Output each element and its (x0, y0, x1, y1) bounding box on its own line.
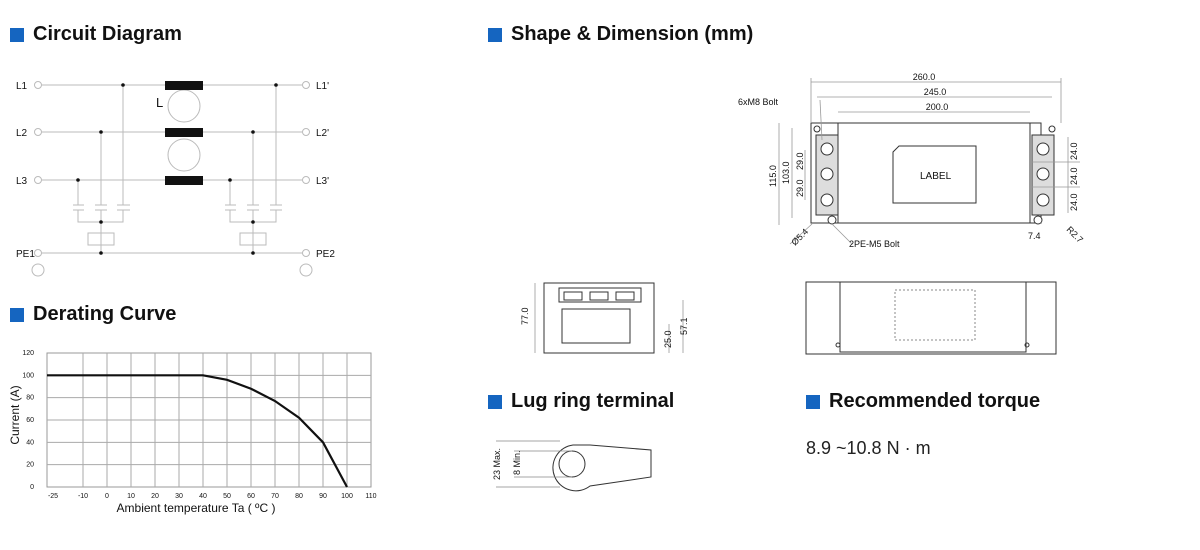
circuit-heading: Circuit Diagram (10, 23, 182, 46)
lug-heading: Lug ring terminal (488, 390, 674, 413)
x-tick-label: 30 (175, 493, 183, 500)
y-tick-label: 80 (26, 395, 34, 402)
circuit-diagram (31, 81, 313, 277)
torque-heading: Recommended torque (806, 390, 1040, 413)
x-tick-label: 40 (199, 493, 207, 500)
derating-chart: -25 -10 0 10 20 30 40 50 60 70 80 90 100 110 0 20 40 60 80… (22, 350, 376, 500)
bullet-square-icon (10, 307, 24, 322)
x-tick-label: 50 (223, 493, 231, 500)
terminal-label: L3' (316, 176, 329, 187)
side-dim-25: 25.0 (663, 330, 673, 348)
shape-heading: Shape & Dimension (mm) (488, 23, 753, 46)
heading-text: Derating Curve (33, 303, 177, 325)
x-tick-label: 80 (295, 493, 303, 500)
lug-outer-dim: 23 Max. (492, 448, 502, 480)
x-tick-label: 10 (127, 493, 135, 500)
y-tick-label: 100 (22, 372, 34, 379)
terminal-label: PE1 (16, 249, 35, 260)
bottom-view-drawing (805, 281, 1057, 355)
lug-terminal-drawing (496, 440, 652, 492)
dim-24c: 24.0 (1069, 193, 1079, 211)
dim-245: 245.0 (924, 87, 947, 97)
side-view-drawing (534, 282, 684, 354)
torque-value: 8.9 ~10.8 N · m (806, 438, 931, 458)
x-tick-label: 90 (319, 493, 327, 500)
chart-xlabel: Ambient temperature Ta ( ºC ) (117, 501, 276, 515)
bullet-square-icon (488, 27, 502, 42)
x-tick-label: 100 (341, 493, 353, 500)
terminal-label: PE2 (316, 249, 335, 260)
bullet-square-icon (806, 394, 820, 409)
top-view-drawing (778, 78, 1080, 245)
y-tick-label: 120 (22, 350, 34, 357)
pe-bolt-label: 2PE-M5 Bolt (849, 239, 900, 249)
dim-29a: 29.0 (795, 152, 805, 170)
terminal-label: L2 (16, 128, 28, 139)
inductor-label: L (156, 95, 163, 110)
heading-text: Circuit Diagram (33, 23, 182, 45)
dim-260: 260.0 (913, 72, 936, 82)
x-tick-label: 20 (151, 493, 159, 500)
heading-text: Lug ring terminal (511, 390, 675, 412)
heading-text: Recommended torque (829, 390, 1041, 412)
dim-200: 200.0 (926, 102, 949, 112)
radius-dim: R2.7 (1065, 224, 1086, 245)
terminal-label: L2' (316, 128, 329, 139)
offset-dim: 7.4 (1028, 231, 1041, 241)
bullet-square-icon (10, 27, 24, 42)
x-tick-label: -10 (78, 493, 88, 500)
y-tick-label: 0 (30, 484, 34, 491)
chart-ylabel: Current (A) (8, 385, 22, 444)
label-box-text: LABEL (920, 171, 952, 182)
y-tick-label: 60 (26, 417, 34, 424)
heading-text: Shape & Dimension (mm) (511, 23, 754, 45)
terminal-label: L1 (16, 81, 28, 92)
bullet-square-icon (488, 394, 502, 409)
x-tick-label: 0 (105, 493, 109, 500)
x-tick-label: 70 (271, 493, 279, 500)
dim-24a: 24.0 (1069, 142, 1079, 160)
terminal-label: L1' (316, 81, 329, 92)
hole-dim: Ø5.4 (789, 227, 810, 248)
dim-29b: 29.0 (795, 179, 805, 197)
lug-inner-dim: 8 Min. (512, 450, 522, 475)
bolt-label: 6xM8 Bolt (738, 97, 779, 107)
y-tick-label: 20 (26, 462, 34, 469)
x-tick-label: -25 (48, 493, 58, 500)
dim-115: 115.0 (768, 165, 778, 187)
y-tick-label: 40 (26, 439, 34, 446)
side-dim-57: 57.1 (679, 317, 689, 335)
derating-heading: Derating Curve (10, 303, 176, 326)
x-tick-label: 60 (247, 493, 255, 500)
circuit-inductors (76, 81, 278, 255)
dim-103: 103.0 (781, 161, 791, 184)
x-tick-label: 110 (365, 493, 376, 500)
dim-24b: 24.0 (1069, 167, 1079, 185)
side-dim-77: 77.0 (520, 307, 530, 325)
terminal-label: L3 (16, 176, 28, 187)
derating-curve (47, 374, 348, 488)
